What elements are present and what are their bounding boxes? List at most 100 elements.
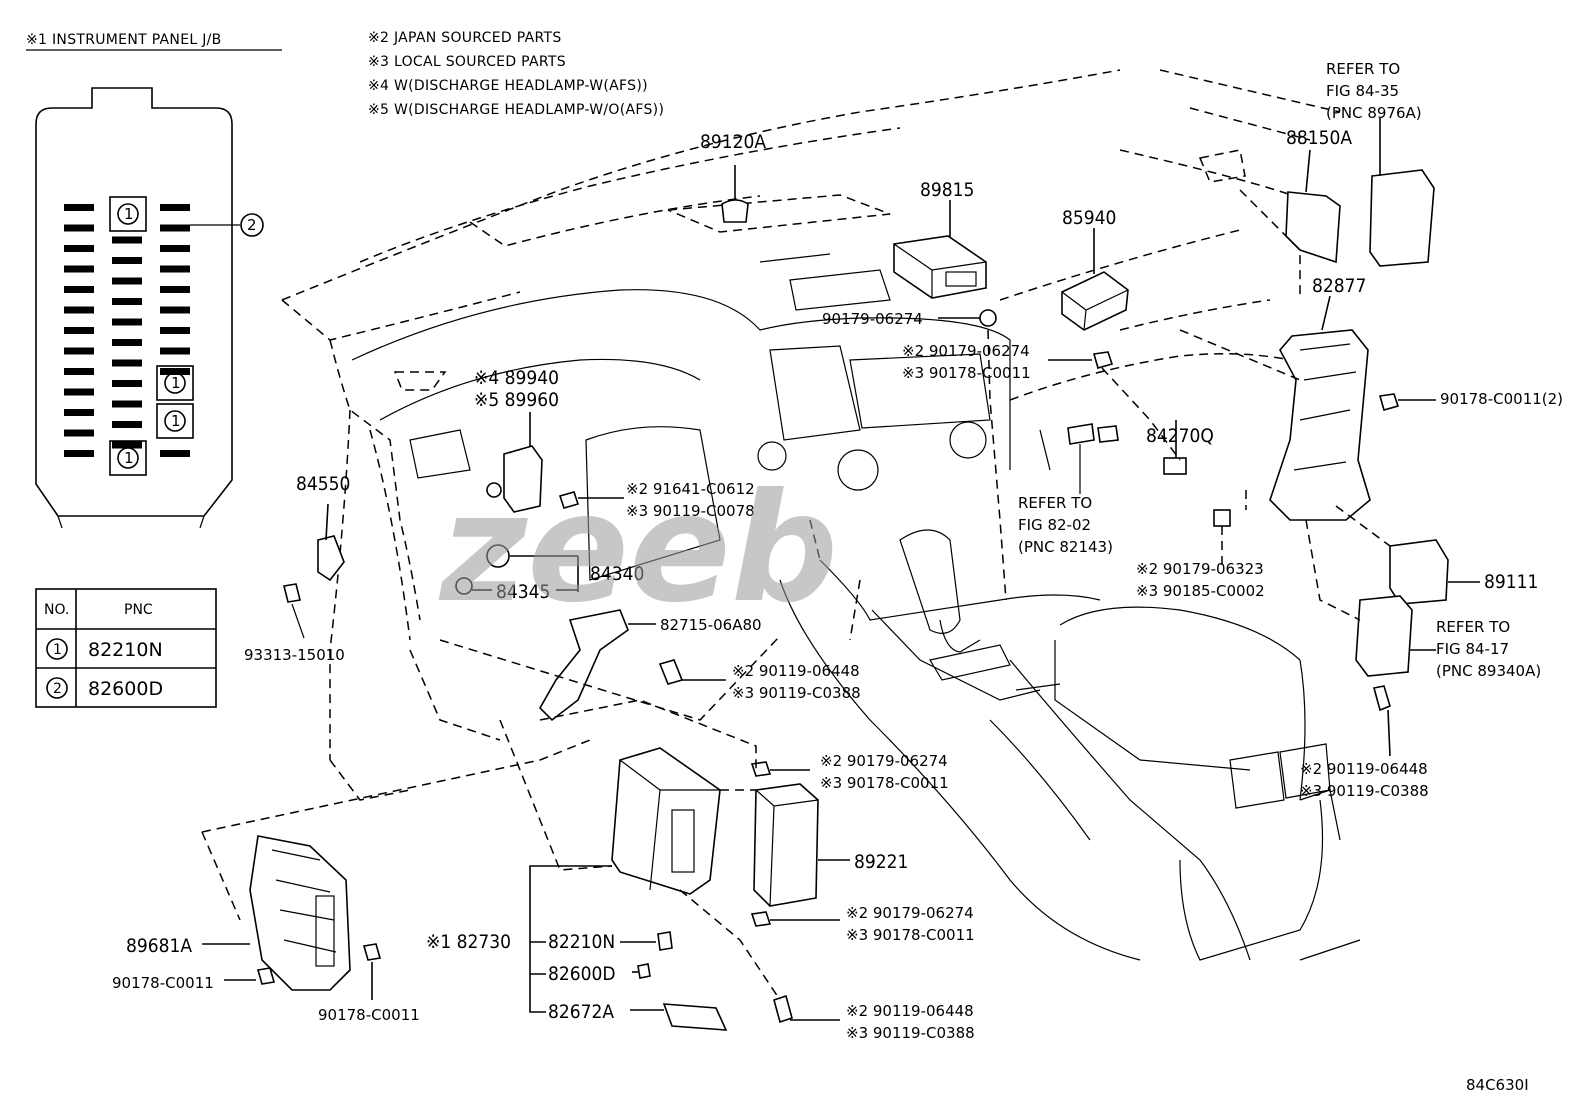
fuse-bar xyxy=(64,286,94,293)
fuse-bar xyxy=(64,265,94,273)
label-j-90179-06323: ※2 90179-06323 xyxy=(1136,560,1264,578)
label-j-90119-06448-a: ※2 90119-06448 xyxy=(732,662,860,680)
part-89221-ecu xyxy=(753,783,850,907)
assembly-leaders xyxy=(201,329,1391,1001)
ref-82143-line1: REFER TO xyxy=(1018,494,1092,512)
part-88150A xyxy=(1285,149,1341,264)
label-89120A: 89120A xyxy=(700,131,766,153)
label-89111: 89111 xyxy=(1484,571,1538,593)
fuse-bar xyxy=(160,306,190,314)
part-ref-8976A-module xyxy=(1369,118,1435,267)
fuse-bar xyxy=(112,318,142,326)
marker-2-circle xyxy=(240,213,264,237)
fuse-bar xyxy=(112,359,142,367)
watermark: zeeb xyxy=(438,462,838,636)
label-l-90178-C0011-b: ※3 90178-C0011 xyxy=(820,774,949,792)
ref-89340-line1: REFER TO xyxy=(1436,618,1510,636)
label-89960: ※5 89960 xyxy=(474,389,559,411)
fuse-bar xyxy=(64,347,94,355)
part-82715-06A80-bracket xyxy=(539,609,656,722)
label-90178-C0011-left: 90178-C0011 xyxy=(112,974,214,992)
label-l-90119-C0388-b: ※3 90119-C0388 xyxy=(1300,782,1429,800)
note-headlamp-afs: ※4 W(DISCHARGE HEADLAMP-W(AFS)) xyxy=(368,78,648,94)
label-l-90119-C0388-a: ※3 90119-C0388 xyxy=(732,684,861,702)
instrument-panel-jb-box: 1 1 1 1 2 xyxy=(35,87,264,529)
fuse-bar xyxy=(160,286,190,293)
part-nut-89681A-right xyxy=(362,943,382,961)
label-j-90119-06448-c: ※2 90119-06448 xyxy=(846,1002,974,1020)
fuse-bar xyxy=(160,450,190,457)
figure-code: 84C630I xyxy=(1466,1076,1529,1094)
part-screw-91641 xyxy=(558,491,624,509)
label-l-90178-C0011-c: ※3 90178-C0011 xyxy=(846,926,975,944)
label-84270Q: 84270Q xyxy=(1146,425,1214,447)
part-nut-89221-top xyxy=(750,761,772,777)
part-82877-bracket xyxy=(1269,295,1371,521)
label-85940: 85940 xyxy=(1062,207,1116,229)
pnc-table: NO. PNC 1 82210N 2 82600D xyxy=(35,588,217,708)
note-japan-sourced: ※2 JAPAN SOURCED PARTS xyxy=(368,30,562,46)
label-j-90179-06274-b: ※2 90179-06274 xyxy=(820,752,948,770)
fuse-bar xyxy=(64,429,94,437)
fuse-bar xyxy=(64,245,94,252)
svg-text:1: 1 xyxy=(171,412,181,430)
label-82715-06A80: 82715-06A80 xyxy=(660,616,762,634)
label-j-91641-C0612: ※2 91641-C0612 xyxy=(626,480,755,498)
ref-8976-line2: FIG 84-35 xyxy=(1326,82,1399,100)
part-bolt-90119-06448-bottom xyxy=(773,994,840,1024)
part-89940-89960 xyxy=(486,412,543,513)
fuse-bar xyxy=(112,236,142,244)
svg-text:1: 1 xyxy=(124,449,134,467)
ref-8976-line3: (PNC 8976A) xyxy=(1326,104,1422,122)
note-headlamp-no-afs: ※5 W(DISCHARGE HEADLAMP-W/O(AFS)) xyxy=(368,102,664,118)
svg-text:1: 1 xyxy=(171,374,181,392)
label-l-90119-C0078: ※3 90119-C0078 xyxy=(626,502,755,520)
fuse-bar xyxy=(160,347,190,355)
marker-2-text: 2 xyxy=(247,216,257,234)
part-89111 xyxy=(1389,539,1480,605)
part-84345 xyxy=(455,577,578,595)
fuse-bar xyxy=(112,298,142,305)
part-bolt-90119-06448-right xyxy=(1373,685,1391,757)
table-row-2-no: 2 xyxy=(53,681,62,697)
part-nut-89221-bottom xyxy=(750,911,772,927)
fuse-bar xyxy=(64,409,94,416)
part-89120A xyxy=(721,165,749,223)
fuse-bar xyxy=(64,388,94,396)
fuse-bar xyxy=(64,224,94,232)
part-85940 xyxy=(1061,228,1129,331)
table-row-2-pnc: 82600D xyxy=(88,678,163,700)
label-84345: 84345 xyxy=(496,581,550,603)
fuse-bar xyxy=(64,327,94,334)
part-84270Q xyxy=(1067,420,1187,494)
fuse-slot-1b xyxy=(156,365,194,401)
fuse-bar xyxy=(112,421,142,428)
fuse-bar xyxy=(160,224,190,232)
label-j-90179-06274-c: ※2 90179-06274 xyxy=(846,904,974,922)
fuse-bar xyxy=(64,306,94,314)
fuse-bar xyxy=(112,441,142,449)
label-j-90119-06448-b: ※2 90119-06448 xyxy=(1300,760,1428,778)
ref-82143-line2: FIG 82-02 xyxy=(1018,516,1091,534)
part-90179-06274-nut-a xyxy=(979,309,997,327)
breakdown-82730 xyxy=(529,865,728,1031)
svg-text:1: 1 xyxy=(124,205,134,223)
label-84340: 84340 xyxy=(590,563,644,585)
ref-8976-line1: REFER TO xyxy=(1326,60,1400,78)
fuse-slot-1c xyxy=(156,403,194,439)
label-82210N: 82210N xyxy=(548,931,615,953)
label-l-90185-C0002: ※3 90185-C0002 xyxy=(1136,582,1265,600)
part-clip-90179-06323 xyxy=(1213,509,1231,527)
label-89815: 89815 xyxy=(920,179,974,201)
label-l-90119-C0388-c: ※3 90119-C0388 xyxy=(846,1024,975,1042)
fuse-slot-1a xyxy=(109,196,147,232)
part-84340-switch xyxy=(486,544,579,592)
label-90178-C0011-bottom: 90178-C0011 xyxy=(318,1006,420,1024)
fuse-bar xyxy=(160,368,190,375)
label-82672A: 82672A xyxy=(548,1001,614,1023)
label-82600D: 82600D xyxy=(548,963,616,985)
ref-89340-line2: FIG 84-17 xyxy=(1436,640,1509,658)
part-nut-85940 xyxy=(1092,351,1114,369)
fuse-bar xyxy=(64,450,94,457)
part-ref-89340A-module xyxy=(1355,595,1436,677)
